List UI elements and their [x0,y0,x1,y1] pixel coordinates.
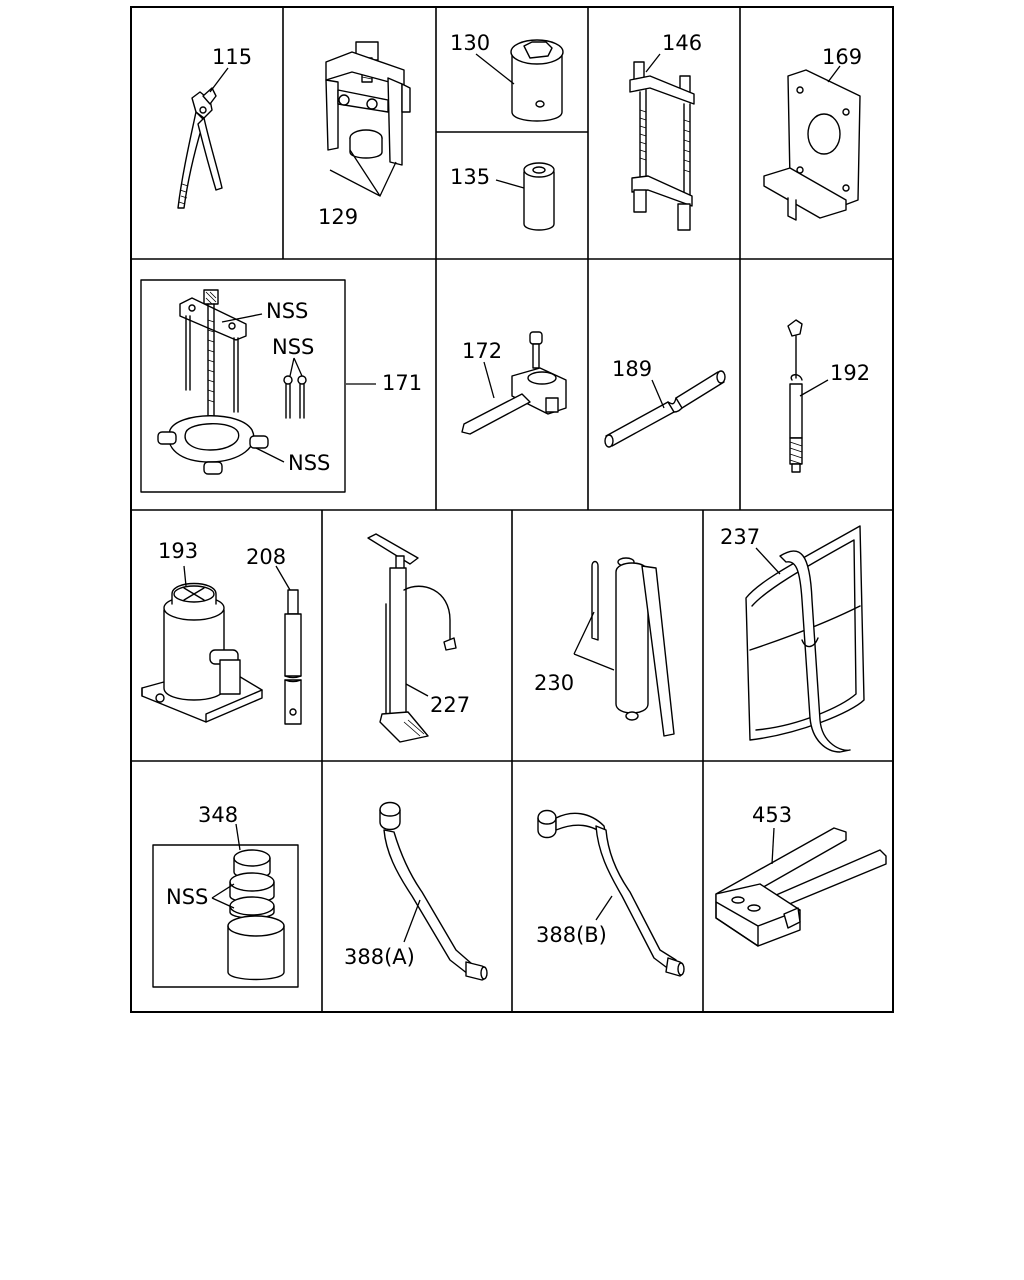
bottle-jack-icon [141,582,263,723]
leader-237 [755,547,781,575]
mounting-bracket-icon [763,69,861,221]
label-388a: 388(A) [344,945,415,969]
spring-compressor-icon [629,61,695,231]
leader-169 [827,65,841,83]
leader-348-nss [211,883,235,909]
gauge-plate-icon [715,827,887,947]
grease-gun-icon [591,557,675,737]
leader-130 [475,53,515,85]
label-388b: 388(B) [536,923,607,947]
label-348-nss: NSS [166,885,208,909]
bearing-puller-icon [140,279,346,493]
label-453: 453 [752,803,792,827]
leader-348 [235,823,241,851]
label-208: 208 [246,545,286,569]
leader-453 [771,827,775,865]
leader-193 [183,565,187,587]
sleeve-icon [523,162,555,231]
label-171: 171 [382,371,422,395]
leader-146 [645,53,661,73]
label-130: 130 [450,31,490,55]
label-227: 227 [430,693,470,717]
gear-puller-icon [325,41,411,166]
leader-388a [403,899,421,943]
tire-pump-icon [367,533,457,743]
leader-115 [209,67,229,93]
rod-icon [604,370,726,448]
label-237: 237 [720,525,760,549]
leader-227 [405,683,429,697]
jack-handle-icon [284,589,302,725]
leader-189 [651,379,665,409]
label-115: 115 [212,45,252,69]
leader-192 [799,379,829,397]
diagram-grid [130,6,894,1013]
label-135: 135 [450,165,490,189]
probe-gauge-icon [787,319,803,473]
leader-171-nss-c [255,447,285,463]
label-171-nss-a: NSS [266,299,308,323]
leader-208 [275,565,291,591]
leader-172 [483,361,495,399]
label-171-nss-b: NSS [272,335,314,359]
label-348: 348 [198,803,238,827]
leader-171-nss-a [221,313,263,323]
label-129: 129 [318,205,358,229]
adapter-set-icon [152,844,299,988]
leader-129 [329,149,397,197]
lever-tool-icon [461,331,567,435]
leader-388b [595,895,613,921]
leader-230 [573,611,615,671]
label-230: 230 [534,671,574,695]
label-193: 193 [158,539,198,563]
leader-171-nss-b [289,357,303,377]
pliers-icon [177,87,223,209]
wrench-a-icon [379,801,488,981]
tool-bag-icon [745,525,865,753]
leader-135 [495,179,525,189]
label-146: 146 [662,31,702,55]
label-171-nss-c: NSS [288,451,330,475]
label-192: 192 [830,361,870,385]
hex-socket-icon [510,39,564,122]
label-169: 169 [822,45,862,69]
label-189: 189 [612,357,652,381]
label-172: 172 [462,339,502,363]
wrench-b-icon [537,809,685,977]
